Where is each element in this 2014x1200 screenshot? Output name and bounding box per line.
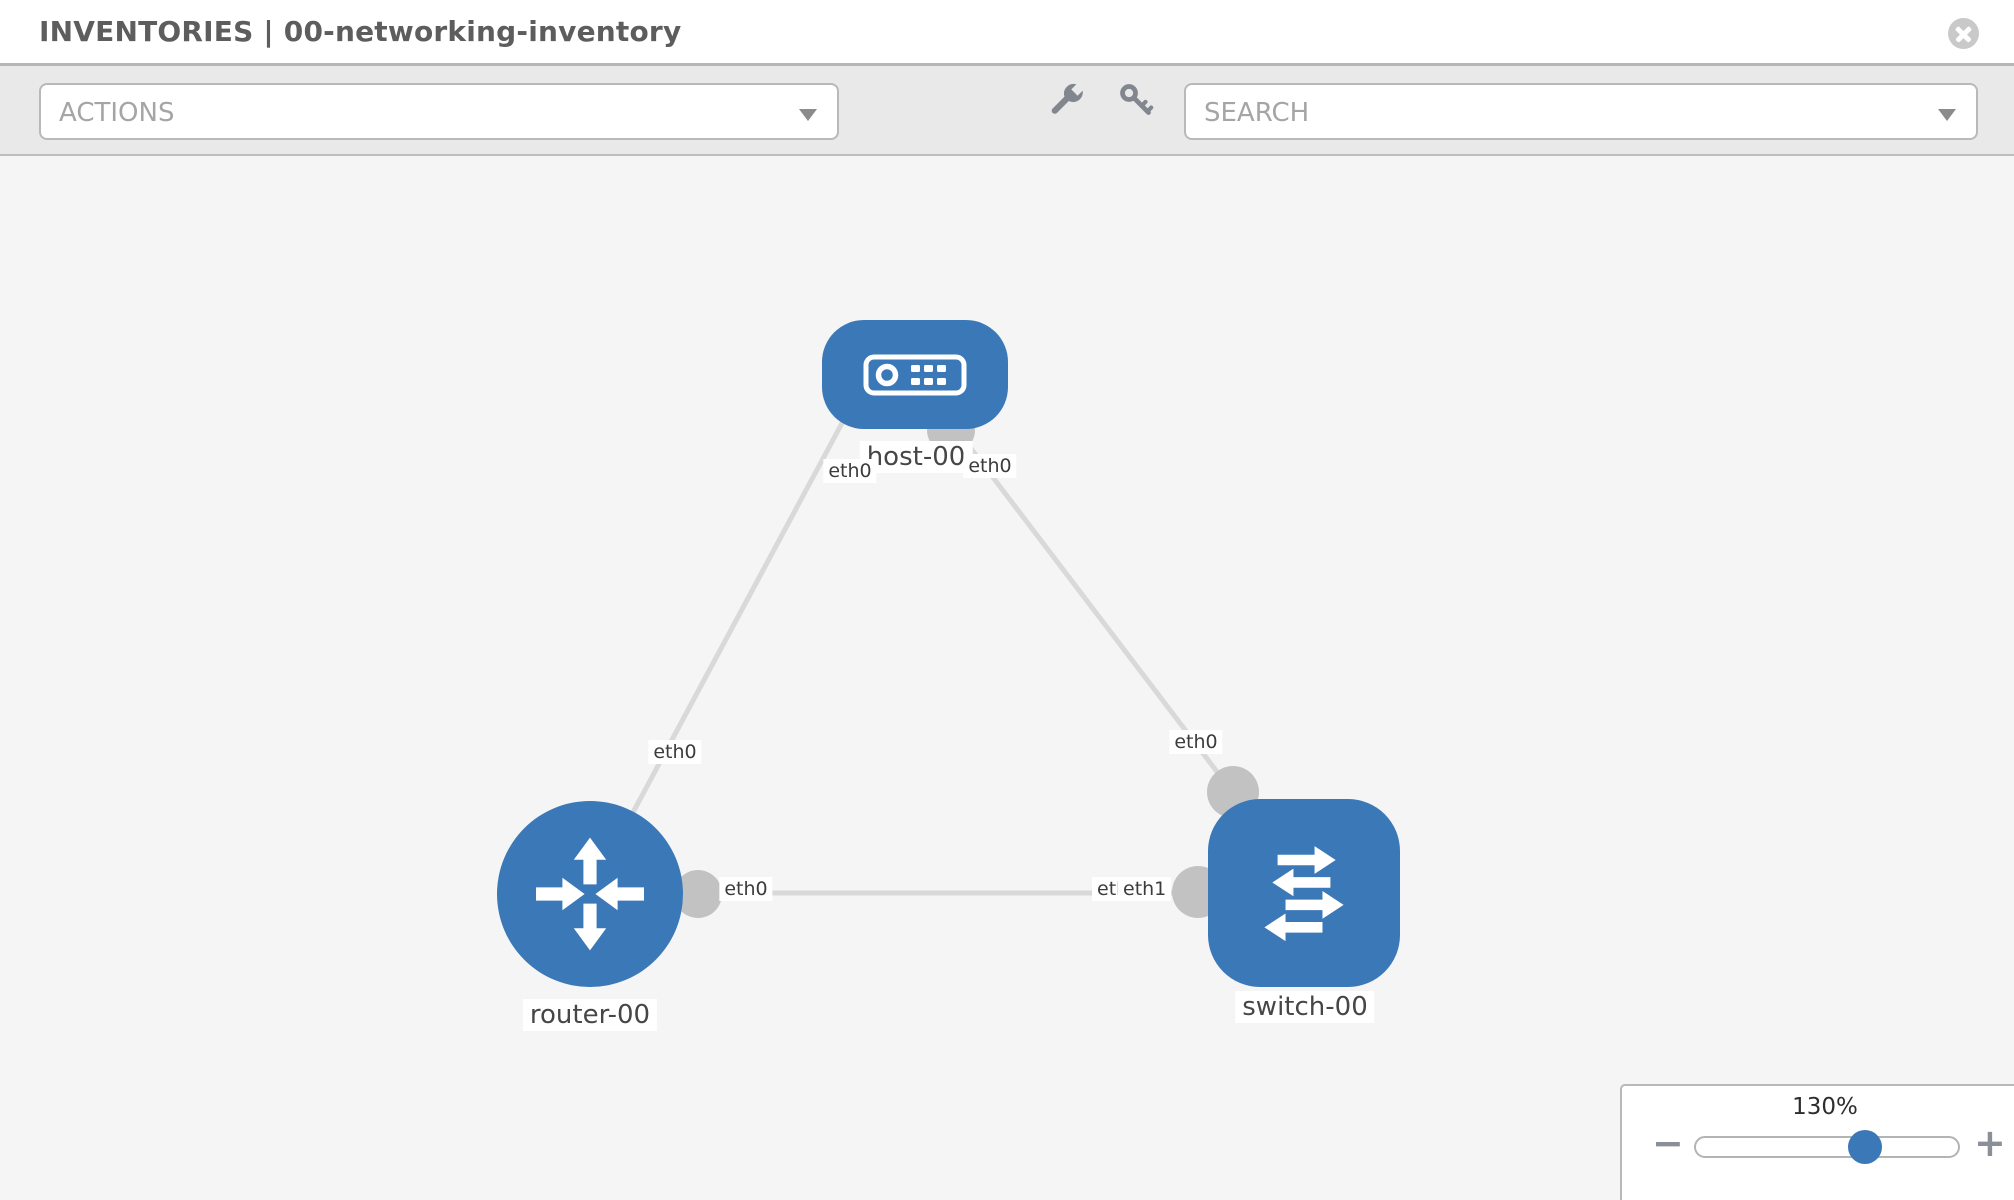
zoom-in-button[interactable]: + (1974, 1121, 2006, 1165)
page-title: INVENTORIES | 00-networking-inventory (39, 15, 682, 48)
close-icon[interactable] (1948, 18, 1979, 49)
port-label-host-eth0-left: eth0 (823, 459, 877, 483)
zoom-level-value: 130% (1792, 1094, 1858, 1120)
node-switch-00[interactable] (1208, 799, 1400, 987)
node-label-switch-00: switch-00 (1235, 991, 1375, 1023)
wrench-icon[interactable] (1044, 77, 1090, 123)
switch-icon (1264, 846, 1344, 942)
actions-dropdown-label: ACTIONS (59, 98, 175, 128)
port-label-router-eth0-uplink: eth0 (648, 740, 702, 764)
port-label-host-eth0-right: eth0 (963, 454, 1017, 478)
zoom-slider-track[interactable] (1694, 1136, 1960, 1158)
port-label-switch-eth1: eth1 (1118, 877, 1172, 901)
window-header: INVENTORIES | 00-networking-inventory (0, 0, 2014, 66)
connector-router-right (674, 870, 722, 918)
zoom-control-panel: 130% − + (1620, 1084, 2014, 1200)
host-icon (863, 354, 967, 395)
zoom-out-button[interactable]: − (1652, 1121, 1684, 1165)
links-layer (627, 406, 1259, 918)
port-label-router-eth0: eth0 (719, 877, 773, 901)
key-icon-glyph (1120, 84, 1154, 115)
key-icon[interactable] (1113, 77, 1159, 123)
search-dropdown-label: SEARCH (1204, 98, 1310, 128)
node-router-00[interactable] (497, 801, 683, 987)
actions-dropdown[interactable]: ACTIONS (39, 83, 839, 140)
chevron-down-icon (1938, 109, 1956, 121)
port-label-switch-eth0-uplink: eth0 (1169, 730, 1223, 754)
toolbar: ACTIONS SEARCH (0, 66, 2014, 156)
router-icon (536, 837, 644, 951)
zoom-slider-thumb[interactable] (1848, 1130, 1882, 1164)
wrench-icon-glyph (1051, 83, 1083, 114)
chevron-down-icon (799, 109, 817, 121)
node-label-host-00: host-00 (859, 441, 973, 473)
node-label-router-00: router-00 (522, 999, 658, 1031)
topology-canvas[interactable]: host-00 router-00 switch-00 eth0 eth0 et… (0, 158, 2014, 1200)
node-host-00[interactable] (822, 320, 1008, 429)
search-dropdown[interactable]: SEARCH (1184, 83, 1978, 140)
